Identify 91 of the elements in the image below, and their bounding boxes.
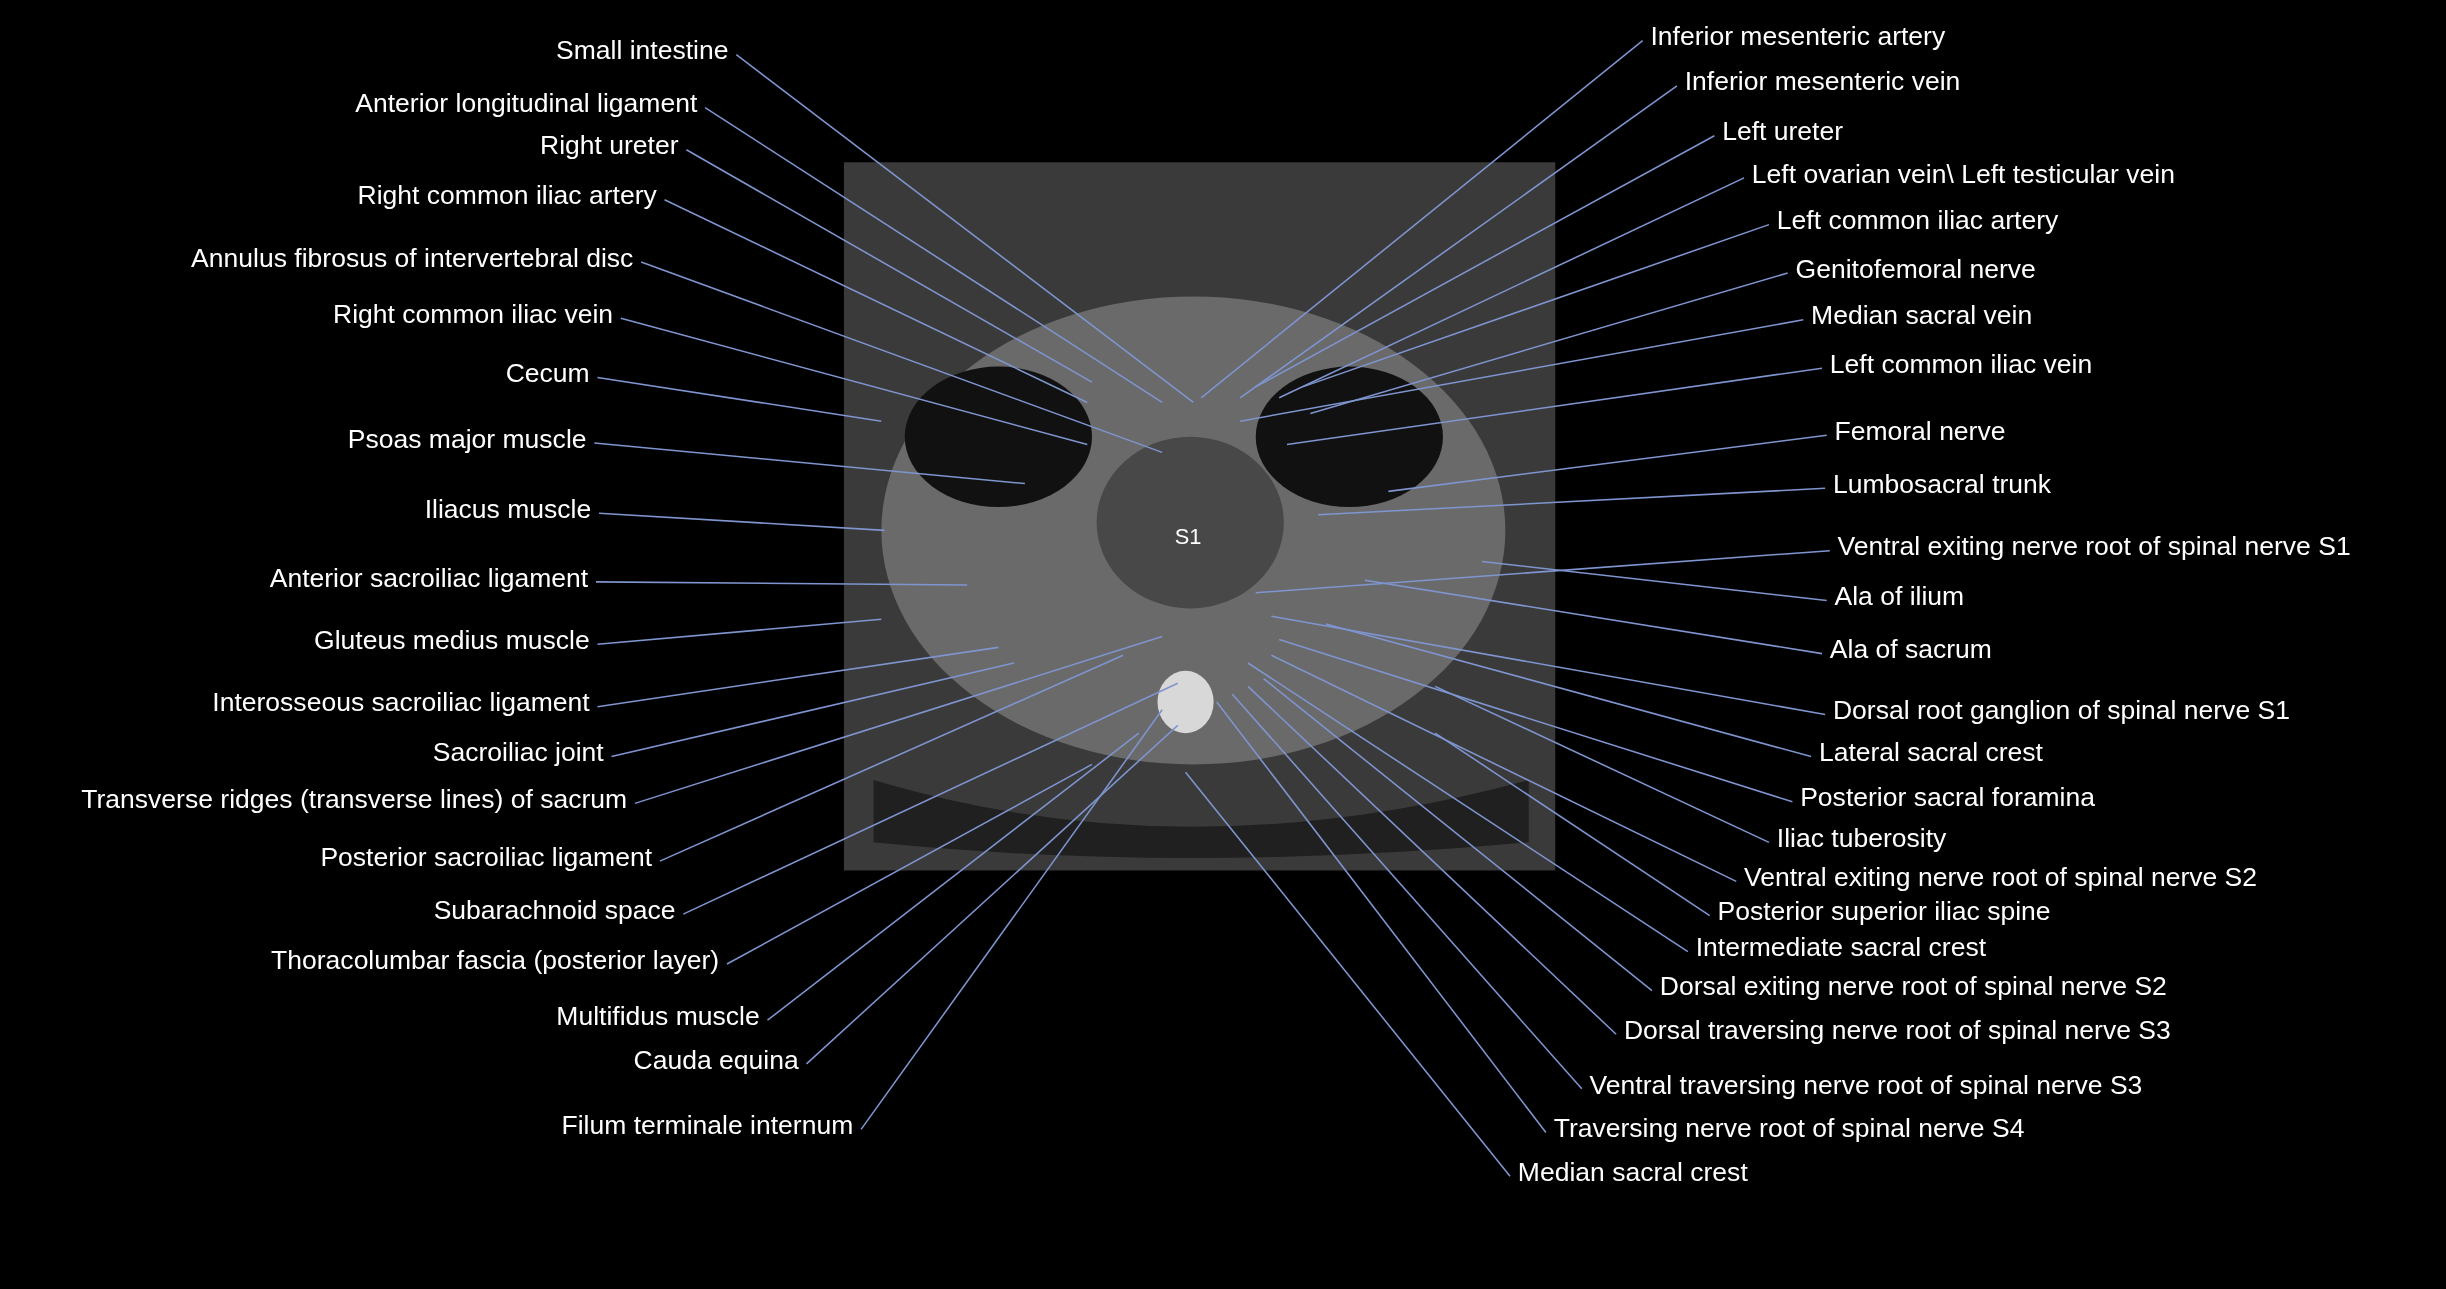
structure-label: Genitofemoral nerve xyxy=(1795,254,2036,286)
structure-label: Inferior mesenteric vein xyxy=(1684,67,1961,99)
structure-label: Iliacus muscle xyxy=(424,494,592,526)
leader-line xyxy=(682,682,1179,915)
structure-label: Thoracolumbar fascia (posterior layer) xyxy=(271,945,720,977)
structure-label: Multifidus muscle xyxy=(556,1001,760,1033)
leader-line xyxy=(1434,685,1770,844)
leader-line xyxy=(1364,579,1823,655)
structure-label: Posterior sacral foramina xyxy=(1800,783,2095,815)
structure-label: Dorsal exiting nerve root of spinal nerve S2 xyxy=(1659,971,2167,1004)
structure-label: Posterior sacroiliac ligament xyxy=(320,842,653,874)
leader-line xyxy=(659,654,1124,862)
leader-line xyxy=(1239,85,1678,399)
leader-line xyxy=(634,635,1163,805)
vertebra-label: S1 xyxy=(1174,523,1202,552)
leader-line xyxy=(704,106,1163,404)
structure-label: Intermediate sacral crest xyxy=(1695,932,1987,965)
leader-line xyxy=(1309,272,1789,415)
leader-line xyxy=(598,512,886,532)
structure-label: Gluteus medius muscle xyxy=(314,625,590,657)
structure-label: Median sacral crest xyxy=(1517,1157,1748,1189)
leader-line xyxy=(1255,134,1716,388)
structure-label: Right common iliac vein xyxy=(333,299,614,331)
structure-label: Transverse ridges (transverse lines) of sacrum xyxy=(81,784,628,816)
leader-line xyxy=(1481,560,1828,602)
structure-label: Ala of ilium xyxy=(1834,581,1965,614)
structure-label: Ventral exiting nerve root of spinal nerve S1 xyxy=(1837,531,2351,564)
structure-label: Cecum xyxy=(505,358,590,390)
structure-label: Right common iliac artery xyxy=(357,180,657,213)
structure-label: Anterior sacroiliac ligament xyxy=(269,563,589,595)
structure-label: Right ureter xyxy=(540,131,679,163)
structure-label: Posterior superior iliac spine xyxy=(1717,896,2051,929)
leader-line xyxy=(1325,623,1812,758)
leader-line xyxy=(1247,685,1617,1036)
leader-line xyxy=(1247,662,1689,953)
structure-label: Iliac tuberosity xyxy=(1776,823,1947,855)
leader-line xyxy=(593,442,1026,485)
structure-label: Left common iliac artery xyxy=(1776,205,2059,238)
structure-label: Inferior mesenteric artery xyxy=(1650,21,1946,54)
structure-label: Filum terminale internum xyxy=(561,1110,854,1142)
leader-line xyxy=(860,709,1163,1131)
leader-line xyxy=(1270,654,1737,883)
structure-label: Ventral traversing nerve root of spinal nerve S3 xyxy=(1589,1070,2143,1102)
leader-line xyxy=(1278,638,1794,803)
leader-line xyxy=(735,53,1195,404)
structure-label: Small intestine xyxy=(556,35,729,68)
leader-line xyxy=(595,581,968,586)
leader-line xyxy=(1434,732,1711,917)
structure-label: Dorsal traversing nerve root of spinal nerve S3 xyxy=(1623,1015,2171,1047)
structure-label: Sacroiliac joint xyxy=(432,737,604,770)
structure-label: Interosseous sacroiliac ligament xyxy=(212,687,590,720)
leader-line xyxy=(766,732,1140,1021)
structure-label: Left ovarian vein\ Left testicular vein xyxy=(1751,159,2175,191)
structure-label: Femoral nerve xyxy=(1834,416,2006,448)
leader-line xyxy=(640,261,1163,454)
leader-line xyxy=(1216,701,1547,1134)
structure-label: Subarachnoid space xyxy=(433,895,676,927)
leader-line xyxy=(1278,177,1745,399)
structure-label: Psoas major muscle xyxy=(347,424,587,456)
structure-label: Traversing nerve root of spinal nerve S4 xyxy=(1553,1113,2025,1145)
structure-label: Annulus fibrosus of intervertebral disc xyxy=(191,243,634,275)
leader-line xyxy=(1387,434,1828,493)
leader-line xyxy=(596,646,1000,708)
leader-line xyxy=(1301,223,1770,388)
structure-label: Lumbosacral trunk xyxy=(1832,469,2052,501)
leader-line xyxy=(663,198,1089,404)
leader-line xyxy=(685,149,1093,383)
leader-line xyxy=(805,724,1179,1065)
structure-label: Anterior longitudinal ligament xyxy=(355,88,698,121)
leader-line xyxy=(596,618,883,646)
leader-line xyxy=(1239,319,1805,422)
leader-line xyxy=(1184,771,1511,1177)
structure-label: Ala of sacrum xyxy=(1829,634,1992,667)
leader-line xyxy=(1270,615,1826,716)
structure-label: Ventral exiting nerve root of spinal nerve S2 xyxy=(1744,862,2258,894)
leader-line xyxy=(620,317,1089,446)
leader-line xyxy=(1286,367,1823,446)
leader-line xyxy=(1231,693,1583,1090)
leader-line xyxy=(1200,39,1644,399)
structure-label: Left common iliac vein xyxy=(1829,349,2093,381)
structure-label: Left ureter xyxy=(1722,117,1844,149)
leader-line xyxy=(1317,487,1826,516)
leader-line xyxy=(610,662,1015,758)
structure-label: Dorsal root ganglion of spinal nerve S1 xyxy=(1832,695,2290,727)
structure-label: Median sacral vein xyxy=(1811,301,2033,333)
structure-label: Cauda equina xyxy=(633,1045,799,1077)
structure-label: Lateral sacral crest xyxy=(1818,737,2043,770)
leader-line xyxy=(726,763,1093,965)
leader-line xyxy=(596,376,883,422)
leader-line xyxy=(1255,549,1831,594)
leader-line xyxy=(1262,677,1653,992)
